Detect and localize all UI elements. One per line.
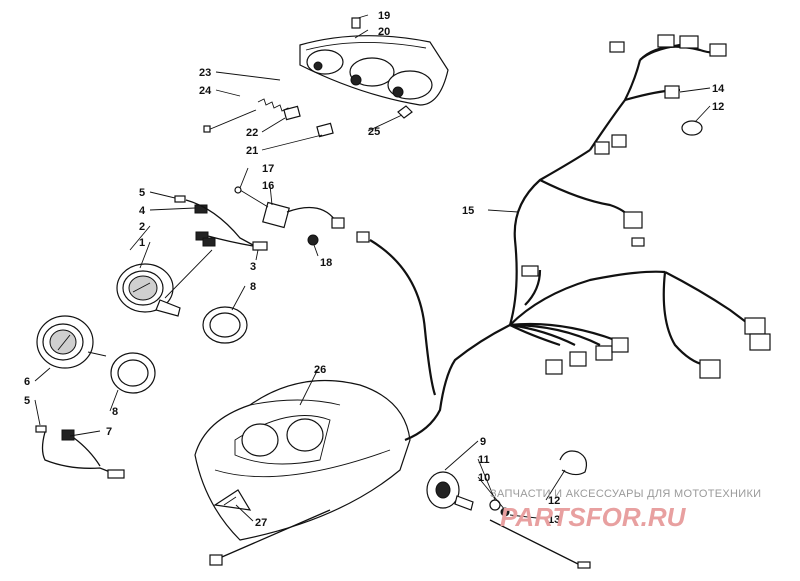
tie-strap-lower [559, 450, 588, 476]
callout-2: 2 [139, 221, 145, 233]
callout-4: 4 [139, 205, 146, 217]
watermark-tagline: ЗАПЧАСТИ И АКСЕССУАРЫ ДЛЯ МОТОТЕХНИКИ [490, 488, 761, 500]
callout-15: 15 [462, 205, 474, 217]
callout-13: 13 [548, 514, 560, 526]
speedo-drive-assembly [209, 471, 591, 569]
callout-7: 7 [106, 426, 112, 438]
main-wiring-harness [369, 43, 751, 442]
gauge-sub-harness [35, 425, 125, 479]
headlight-assembly [299, 17, 449, 106]
switch-assembly [234, 186, 370, 246]
callout-8b: 8 [112, 406, 118, 418]
bezel-ring-lower [110, 352, 156, 394]
callout-17: 17 [262, 163, 274, 175]
callout-11: 11 [478, 454, 490, 466]
tie-strap-upper [681, 120, 703, 136]
callout-25: 25 [368, 126, 380, 138]
callout-1: 1 [139, 237, 145, 249]
harness-connectors [521, 34, 771, 379]
watermark-logo: PARTSFOR.RU [500, 502, 687, 532]
callout-19: 19 [378, 10, 390, 22]
callout-12b: 12 [548, 495, 560, 507]
bezel-ring-upper [202, 306, 248, 344]
leader-lines [34, 14, 711, 522]
dash-panel [194, 379, 411, 541]
speedometer-gauge [116, 263, 181, 317]
callout-27: 27 [255, 517, 267, 529]
callout-5a: 5 [139, 187, 145, 199]
callout-21: 21 [246, 145, 258, 157]
callout-26: 26 [314, 364, 326, 376]
tachometer-gauge [36, 315, 107, 369]
callout-10: 10 [478, 472, 490, 484]
callout-18: 18 [320, 257, 332, 269]
spring-and-bolt [203, 98, 413, 138]
callout-16: 16 [262, 180, 274, 192]
warning-label [213, 489, 252, 511]
callout-6: 6 [24, 376, 30, 388]
watermark: ЗАПЧАСТИ И АКСЕССУАРЫ ДЛЯ МОТОТЕХНИКИ PA… [490, 488, 761, 532]
callout-5b: 5 [24, 395, 30, 407]
callout-8a: 8 [250, 281, 256, 293]
bulb-sockets [164, 195, 268, 299]
callout-24: 24 [199, 85, 212, 97]
callout-12a: 12 [712, 101, 724, 113]
callout-20: 20 [378, 26, 390, 38]
callout-9: 9 [480, 436, 486, 448]
callout-14: 14 [712, 83, 725, 95]
callout-labels: 19 20 23 24 22 21 25 17 16 5 4 2 1 3 18 … [24, 10, 725, 529]
callout-23: 23 [199, 67, 211, 79]
callout-22: 22 [246, 127, 258, 139]
callout-3: 3 [250, 261, 256, 273]
